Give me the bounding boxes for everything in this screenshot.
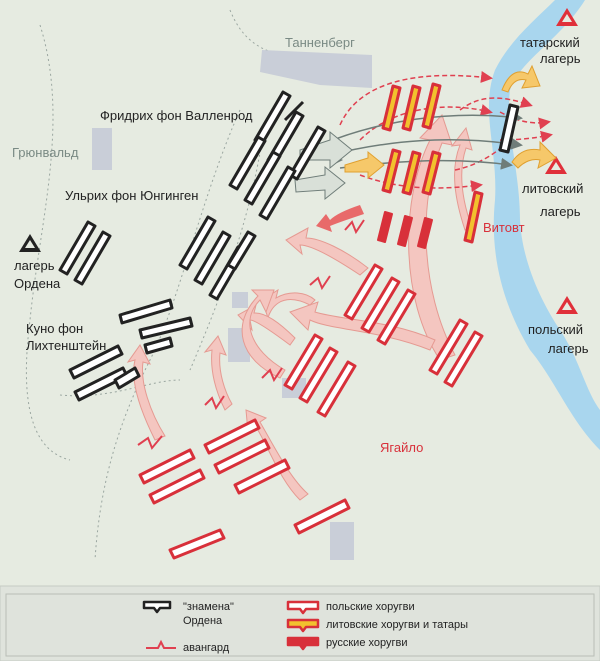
russian-banners — [377, 211, 433, 249]
lithuanian-banners — [381, 82, 484, 244]
legend-lithuanian-label: литовские хоругви и татары — [326, 619, 468, 631]
place-grunwald: Грюнвальд — [12, 145, 79, 160]
commander-jagiello: Ягайло — [380, 440, 423, 455]
legend-order-banner-icon — [142, 600, 172, 614]
legend: "знамена" Ордена авангард польские хоруг… — [0, 585, 600, 661]
polish-camp-label-line2: лагерь — [548, 341, 589, 356]
commander-jungingen: Ульрих фон Юнгинген — [65, 188, 198, 203]
villages — [92, 50, 372, 560]
legend-russian-banner-icon — [286, 636, 320, 651]
legend-order-label-line1: "знамена" — [183, 601, 234, 613]
vanguard-marks — [137, 219, 365, 450]
camp-triangles — [19, 8, 578, 314]
order-counterattack-big-arrows — [294, 130, 353, 201]
legend-polish-banner-icon — [286, 600, 320, 615]
lithuanian-camp-label-line1: литовский — [522, 181, 583, 196]
russian-attack-arrow — [316, 205, 364, 232]
legend-vanguard-label: авангард — [183, 642, 230, 654]
lithuanian-camp-label-line2: лагерь — [540, 204, 581, 219]
polish-banners — [138, 263, 484, 560]
legend-order-label-line2: Ордена — [183, 615, 223, 627]
legend-polish-label: польские хоругви — [326, 601, 415, 613]
order-camp-label-line1: лагерь — [14, 258, 55, 273]
legend-vanguard-icon — [146, 639, 176, 649]
order-camp-label-line2: Ордена — [14, 276, 61, 291]
legend-russian-label: русские хоругви — [326, 637, 408, 649]
tatar-camp-label-line1: татарский — [520, 35, 580, 50]
commander-lichtenstein-line2: Лихтенштейн — [26, 338, 106, 353]
commander-vytautas: Витовт — [483, 220, 525, 235]
river — [488, 0, 600, 450]
polish-camp-label-line1: польский — [528, 322, 583, 337]
legend-lithuanian-banner-icon — [286, 618, 320, 633]
order-banners — [58, 90, 520, 402]
tatar-retreat-arrows — [344, 64, 557, 180]
place-tannenberg: Танненберг — [285, 35, 355, 50]
tatar-camp-label-line2: лагерь — [540, 51, 581, 66]
commander-wallenrod: Фридрих фон Валленрод — [100, 108, 253, 123]
commander-lichtenstein-line1: Куно фон — [26, 321, 83, 336]
